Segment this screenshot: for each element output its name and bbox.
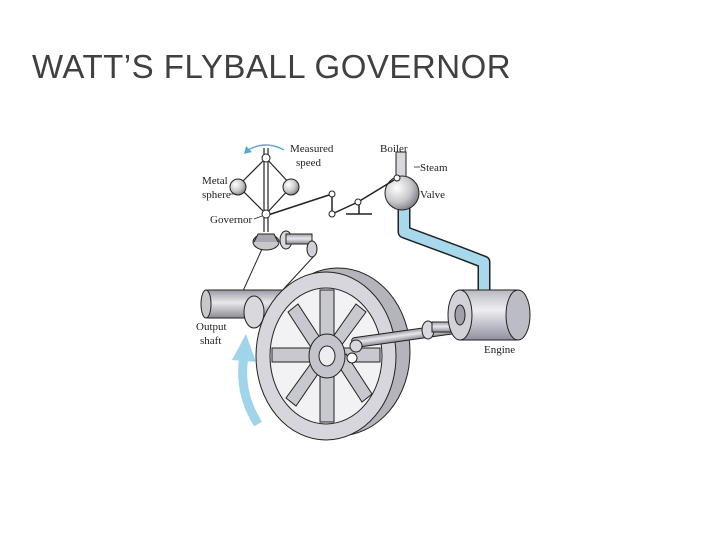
governor-bottom-collar — [261, 209, 271, 219]
valve-pivot — [393, 174, 401, 182]
label-steam: Steam — [420, 162, 448, 174]
linkage-pivot-1 — [328, 190, 336, 198]
engine-cylinder — [447, 289, 531, 341]
steam-pipe-fill — [399, 206, 489, 300]
flywheel-rotation-arrow-icon — [238, 355, 262, 427]
connecting-rod — [346, 320, 463, 364]
linkage-pivot-3 — [354, 198, 362, 206]
label-output-shaft-1: Output — [196, 321, 227, 333]
valve-body — [384, 175, 420, 211]
label-measured-speed-1: Measured — [290, 143, 334, 155]
boiler-pipe — [395, 151, 407, 179]
label-metal-sphere-1: Metal — [202, 175, 228, 187]
governor-top-collar — [261, 153, 271, 163]
label-output-shaft-2: shaft — [200, 335, 221, 347]
metal-sphere-right — [282, 178, 300, 196]
rotation-arrow-head-icon — [244, 146, 252, 154]
output-shaft-end — [200, 289, 212, 319]
flywheel-rotation-arrow-head-icon — [232, 334, 256, 362]
label-metal-sphere-2: sphere — [202, 189, 231, 201]
diagram-labels: Measured speed Boiler Steam Valve Metal … — [196, 143, 515, 356]
flywheel — [255, 267, 411, 441]
leader-lines — [230, 166, 420, 220]
bevel-gear — [252, 230, 318, 258]
rotation-arrow-icon — [247, 144, 285, 151]
label-measured-speed-2: speed — [296, 157, 322, 169]
label-governor: Governor — [210, 214, 252, 226]
label-valve: Valve — [420, 189, 445, 201]
linkage-pivot-2 — [328, 210, 336, 218]
label-boiler: Boiler — [380, 143, 408, 155]
slide-title: WATT’S FLYBALL GOVERNOR — [32, 48, 512, 85]
label-engine: Engine — [484, 344, 515, 356]
metal-sphere-left — [229, 178, 247, 196]
output-pulley — [243, 295, 265, 329]
